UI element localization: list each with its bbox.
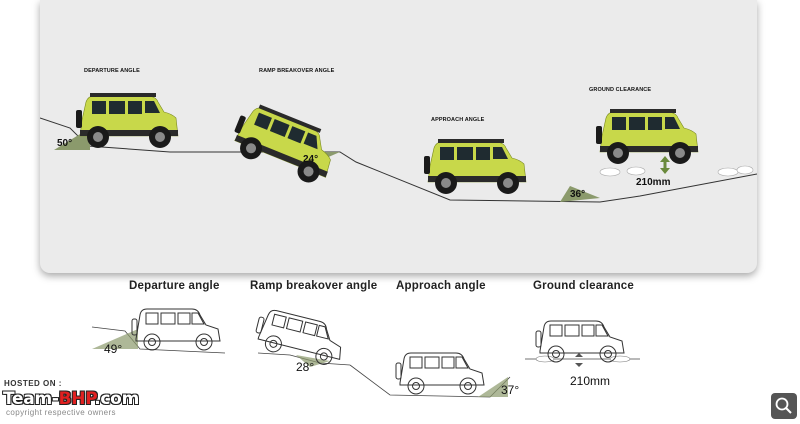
approach-wedge [560,186,600,202]
logo-suffix: .com [94,389,139,409]
copyright-text: copyright respective owners [6,408,116,417]
logo-accent: BHP [58,389,95,409]
approach-angle-title: Approach angle [396,280,486,292]
ramp-breakover-angle-label: RAMP BREAKOVER ANGLE [259,68,335,74]
ground-clearance-label: GROUND CLEARANCE [589,87,652,93]
ground-clearance-value: 210mm [636,177,671,188]
approach-angle-value: 36° [570,189,586,200]
terrain-illustration [40,92,757,203]
departure-angle-value-bottom: 49° [104,342,123,356]
ground-clearance-title: Ground clearance [533,280,634,292]
line-drawings [91,306,640,398]
approach-angle-value-bottom: 37° [501,383,520,397]
approach-angle-label: APPROACH ANGLE [431,117,485,123]
car-breakover [226,98,343,189]
departure-angle-value: 50° [57,138,73,149]
ground-clearance-value-bottom: 210mm [570,374,611,388]
top-illustration-panel: DEPARTURE ANGLE RAMP BREAKOVER ANGLE APP… [40,0,757,273]
zoom-button[interactable] [771,393,797,419]
hosted-on-text: HOSTED ON : [4,379,62,388]
departure-angle-title: Departure angle [129,280,220,292]
rocks [599,165,754,177]
car-departure [75,92,179,149]
magnifier-icon [775,397,792,414]
ramp-breakover-angle-value-bottom: 28° [296,360,315,374]
departure-angle-label: DEPARTURE ANGLE [84,68,140,74]
ramp-breakover-angle-title: Ramp breakover angle [250,280,378,292]
logo-main: Team- [3,389,59,409]
ramp-breakover-angle-value: 24° [303,154,319,165]
bottom-line-diagrams: Departure angle Ramp breakover angle App… [0,275,800,420]
clearance-arrow [660,156,670,174]
car-approach [423,138,527,195]
car-clearance [595,108,699,165]
team-bhp-logo: Team-BHP.com [3,389,139,409]
